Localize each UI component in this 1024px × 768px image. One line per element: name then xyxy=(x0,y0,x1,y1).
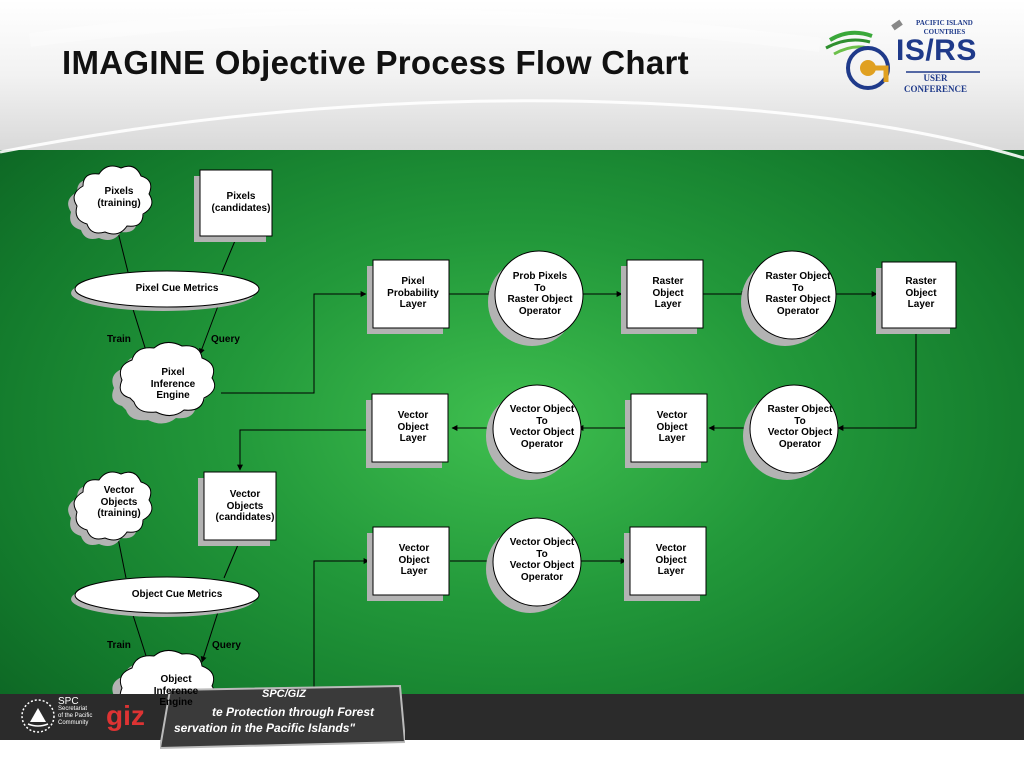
spc-logo-text: SPC Secretariat of the Pacific Community xyxy=(58,696,93,727)
label-pixels-training: Pixels (training) xyxy=(97,186,141,209)
edge-train-2 xyxy=(131,611,150,663)
label-raster-object-layer-2: Raster Object Layer xyxy=(905,276,937,310)
label-object-inference-engine: Object Inference Engine xyxy=(153,674,199,708)
edge-vector-2-to-vector-candidates xyxy=(237,429,371,471)
spc-name: SPC xyxy=(58,696,79,707)
edge-training-to-cue xyxy=(117,231,129,273)
ellipse-pixel-cue-metrics xyxy=(71,270,260,311)
label-pixel-cue-metrics: Pixel Cue Metrics xyxy=(135,283,219,294)
logo-mark-icon xyxy=(825,19,980,90)
box-vector-object-layer-1 xyxy=(625,393,708,468)
cloud-pixels-training xyxy=(68,165,153,240)
box-raster-object-layer-1 xyxy=(621,259,704,334)
edge-object-engine-to-vector-3 xyxy=(313,558,370,690)
label-prob-pixels-operator: Prob Pixels To Raster Object Operator xyxy=(507,271,573,317)
circle-vector-to-vector-operator-1 xyxy=(486,384,582,480)
box-raster-object-layer-2 xyxy=(876,261,957,334)
label-train-1: Train xyxy=(107,334,131,345)
circle-raster-object-operator xyxy=(741,250,837,346)
conference-logo: PACIFIC ISLAND COUNTRIES IS/RS USER CONF… xyxy=(820,10,1000,110)
project-banner xyxy=(160,684,405,750)
label-vector-objects-training: Vector Objects (training) xyxy=(97,485,141,519)
ellipse-object-cue-metrics xyxy=(71,576,260,617)
box-vector-objects-candidates xyxy=(198,471,277,546)
label-pixels-candidates: Pixels (candidates) xyxy=(211,191,271,214)
edge-raster-2-to-rv-op xyxy=(837,328,917,431)
circle-prob-pixels-operator xyxy=(488,250,584,346)
label-query-1: Query xyxy=(211,334,240,345)
circle-vector-to-vector-operator-2 xyxy=(486,517,582,613)
label-raster-to-vector-operator: Raster Object To Vector Object Operator xyxy=(767,404,833,450)
label-vector-object-layer-2: Vector Object Layer xyxy=(397,410,429,444)
logo-top-text: PACIFIC ISLAND COUNTRIES xyxy=(916,19,973,36)
header-swoosh xyxy=(0,9,1024,160)
logo-bottom-text: USER CONFERENCE xyxy=(904,73,968,94)
edge-query-2 xyxy=(200,611,219,663)
edge-train-1 xyxy=(131,305,149,355)
edge-vcandidates-to-cue xyxy=(223,539,241,579)
page-title: IMAGINE Objective Process Flow Chart xyxy=(62,44,689,81)
label-pixel-inference-engine: Pixel Inference Engine xyxy=(150,367,196,401)
box-pixel-probability-layer xyxy=(367,259,450,334)
label-vector-objects-candidates: Vector Objects (candidates) xyxy=(215,489,275,523)
label-object-cue-metrics: Object Cue Metrics xyxy=(131,589,223,600)
edge-engine-to-prob-layer xyxy=(221,291,367,394)
spc-subtitle: Secretariat of the Pacific Community xyxy=(58,706,93,726)
box-pixels-candidates xyxy=(194,169,273,242)
label-vector-to-vector-operator-2: Vector Object To Vector Object Operator xyxy=(509,537,575,583)
banner-line-1: SPC/GIZ xyxy=(262,688,307,700)
label-pixel-probability-layer: Pixel Probability Layer xyxy=(387,276,439,310)
box-vector-object-layer-4 xyxy=(624,526,707,601)
banner-line-2: te Protection through Forest xyxy=(212,705,374,719)
cloud-vector-objects-training xyxy=(68,471,153,546)
giz-logo: giz xyxy=(106,700,145,731)
label-train-2: Train xyxy=(107,640,131,651)
label-raster-object-layer-1: Raster Object Layer xyxy=(652,276,684,310)
box-vector-object-layer-2 xyxy=(366,393,449,468)
label-query-2: Query xyxy=(212,640,241,651)
label-vector-object-layer-3: Vector Object Layer xyxy=(398,543,430,577)
label-vector-object-layer-1: Vector Object Layer xyxy=(656,410,688,444)
label-vector-object-layer-4: Vector Object Layer xyxy=(655,543,687,577)
box-vector-object-layer-3 xyxy=(367,526,450,601)
edge-query-1 xyxy=(199,305,219,355)
edge-vtraining-to-cue xyxy=(117,537,127,579)
logo-main-text: IS/RS xyxy=(896,34,977,67)
cloud-pixel-inference-engine xyxy=(112,342,216,424)
spc-logo-icon xyxy=(21,699,55,733)
label-raster-object-operator: Raster Object To Raster Object Operator xyxy=(765,271,831,317)
banner-line-3: servation in the Pacific Islands" xyxy=(174,721,356,735)
label-vector-to-vector-operator-1: Vector Object To Vector Object Operator xyxy=(509,404,575,450)
footer-bottom-strip xyxy=(0,740,1024,768)
circle-raster-to-vector-operator xyxy=(743,384,839,480)
